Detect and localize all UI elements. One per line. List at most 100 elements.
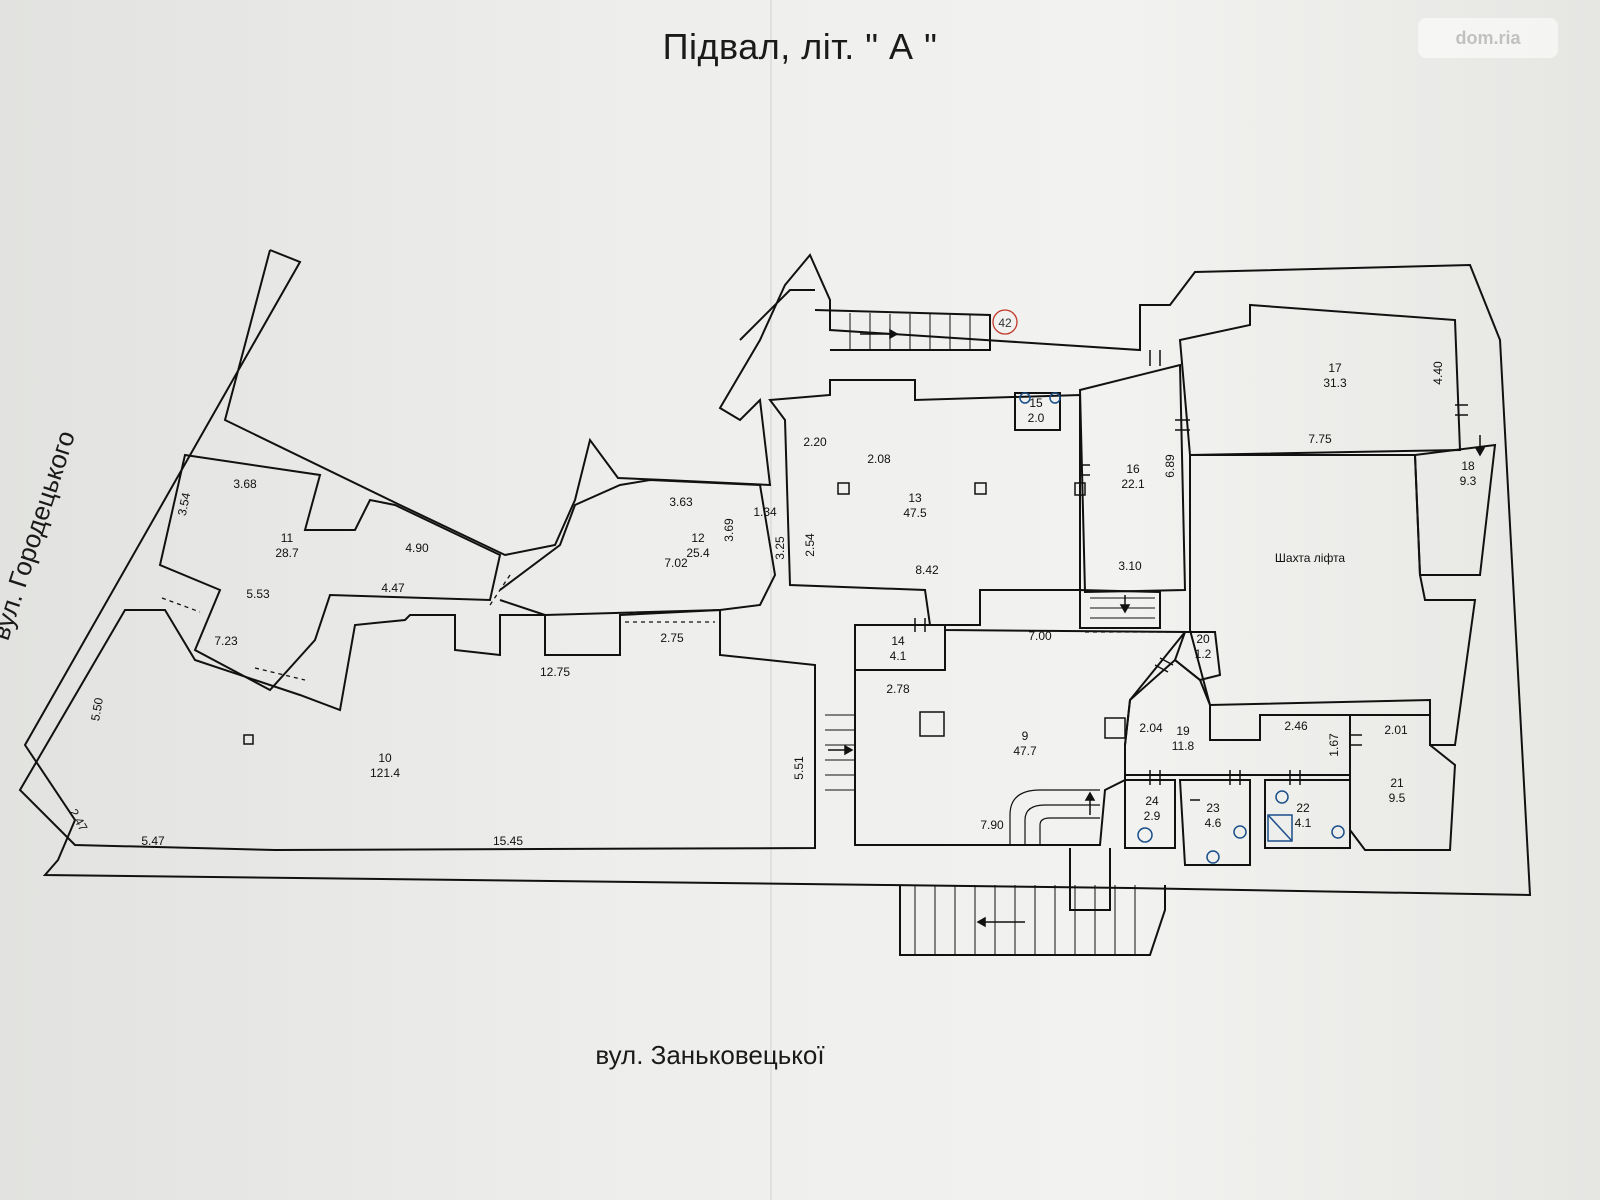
paper-fold-line [770,0,772,1200]
sanitary-fixtures [1019,392,1345,864]
room-15-number: 15 [1029,396,1043,410]
column-square-icon [919,711,945,737]
room-11-area: 28.7 [275,546,299,560]
dimension-label: 2.20 [803,435,827,449]
room-14-number: 14 [891,634,905,648]
dashed-boundaries [161,574,1175,681]
dimension-label: 7.23 [214,634,238,648]
columns [243,482,1126,745]
room-22-walls [1264,779,1351,849]
room-24-number: 24 [1145,794,1159,808]
room-13-area: 47.5 [903,506,927,520]
room-22-area: 4.1 [1295,816,1312,830]
room-9-number: 9 [1022,729,1029,743]
column-square-icon [974,482,987,495]
room-labels: 9 47.7 10 121.4 11 28.7 12 25.4 13 47.5 … [275,361,1476,830]
room-19-area: 11.8 [1172,739,1195,753]
dimension-label: 3.68 [233,477,257,491]
dimension-label: 5.50 [88,696,106,722]
dimension-label: 2.75 [660,631,684,645]
dimension-label: 6.89 [1163,454,1177,478]
shower-icon [1267,814,1293,842]
bottom-stair-walls [899,885,1166,956]
outer-wall [23,249,1532,897]
watermark-text: dom.ria [1455,27,1521,48]
room-10-walls [18,608,816,852]
room-10-number: 10 [378,751,392,765]
dimension-label: 12.75 [540,665,570,679]
room-17-area: 31.3 [1323,376,1347,390]
room-9-area: 47.7 [1013,744,1037,758]
room-18-number: 18 [1461,459,1475,473]
toilet-icon [1137,827,1153,843]
sink-icon [1206,850,1220,864]
marker-42: 42 [992,309,1018,335]
room-22-number: 22 [1296,801,1310,815]
room-11-number: 11 [281,531,294,545]
room-18-area: 9.3 [1460,474,1477,488]
room-16-number: 16 [1126,462,1140,476]
sink-icon [1275,790,1289,804]
room-23-number: 23 [1206,801,1220,815]
room-19-number: 19 [1176,724,1190,738]
dimension-label: 2.04 [1139,721,1163,735]
dimension-label: 7.00 [1028,629,1052,643]
dimension-label: 7.90 [980,818,1004,832]
dimension-label: 3.54 [175,491,194,517]
room-24-walls [1124,779,1176,849]
toilet-icon [1019,392,1031,404]
room-13-walls [768,379,1081,626]
room-12-walls [499,478,777,617]
dimension-label: 4.90 [405,541,429,555]
room-21-number: 21 [1390,776,1404,790]
door-marks [914,350,1468,801]
dimension-label: 4.40 [1431,361,1445,385]
lift-shaft-walls [1189,454,1477,746]
column-square-icon [1104,717,1126,739]
room-15-walls [1014,392,1061,431]
toilet-icon [1233,825,1247,839]
room-20-area: 1.2 [1195,647,1212,661]
room-20-walls [1173,631,1222,682]
dimension-label: 2.08 [867,452,891,466]
room-21-area: 9.5 [1389,791,1406,805]
dimension-label: 4.47 [381,581,405,595]
stair-treads [825,313,1155,955]
room-23-walls [1178,779,1251,866]
plan-title: Підвал, літ. " А " [662,26,938,67]
room-23-area: 4.6 [1205,816,1222,830]
dimension-label: 2.78 [886,682,910,696]
dimension-label: 7.75 [1308,432,1332,446]
room-14-area: 4.1 [890,649,907,663]
room-15-area: 2.0 [1028,411,1045,425]
dimension-label: 3.63 [669,495,693,509]
direction-arrows [828,328,1486,928]
room-17-number: 17 [1328,361,1342,375]
room-16-walls [1078,363,1187,594]
dimension-label: 5.53 [246,587,270,601]
stair-hall-walls [1079,588,1161,629]
room-13-number: 13 [908,491,922,505]
room-16-area: 22.1 [1121,477,1145,491]
dimension-label: 5.47 [141,834,165,848]
room-18-walls [1413,443,1497,576]
dimension-label: 5.51 [792,756,806,780]
column-square-icon [1074,482,1086,496]
room-10-area: 121.4 [370,766,400,780]
toilet-icon [1331,825,1345,839]
dimension-label: 1.34 [753,505,777,519]
dimension-label: 2.54 [803,533,817,557]
room-19-walls [1124,658,1351,776]
dimension-label: 15.45 [493,834,523,848]
protrusion-walls [739,289,815,341]
curved-stair [1009,789,1100,845]
dimension-label: 3.10 [1118,559,1142,573]
dimension-label: 2.01 [1384,723,1408,737]
dimension-label: 8.42 [915,563,939,577]
lift-shaft-label: Шахта ліфта [1275,551,1346,565]
watermark-logo: dom.ria [1418,18,1558,58]
dimension-label: 2.46 [1284,719,1308,733]
room-20-number: 20 [1196,632,1210,646]
dimension-label: 3.25 [773,536,787,560]
